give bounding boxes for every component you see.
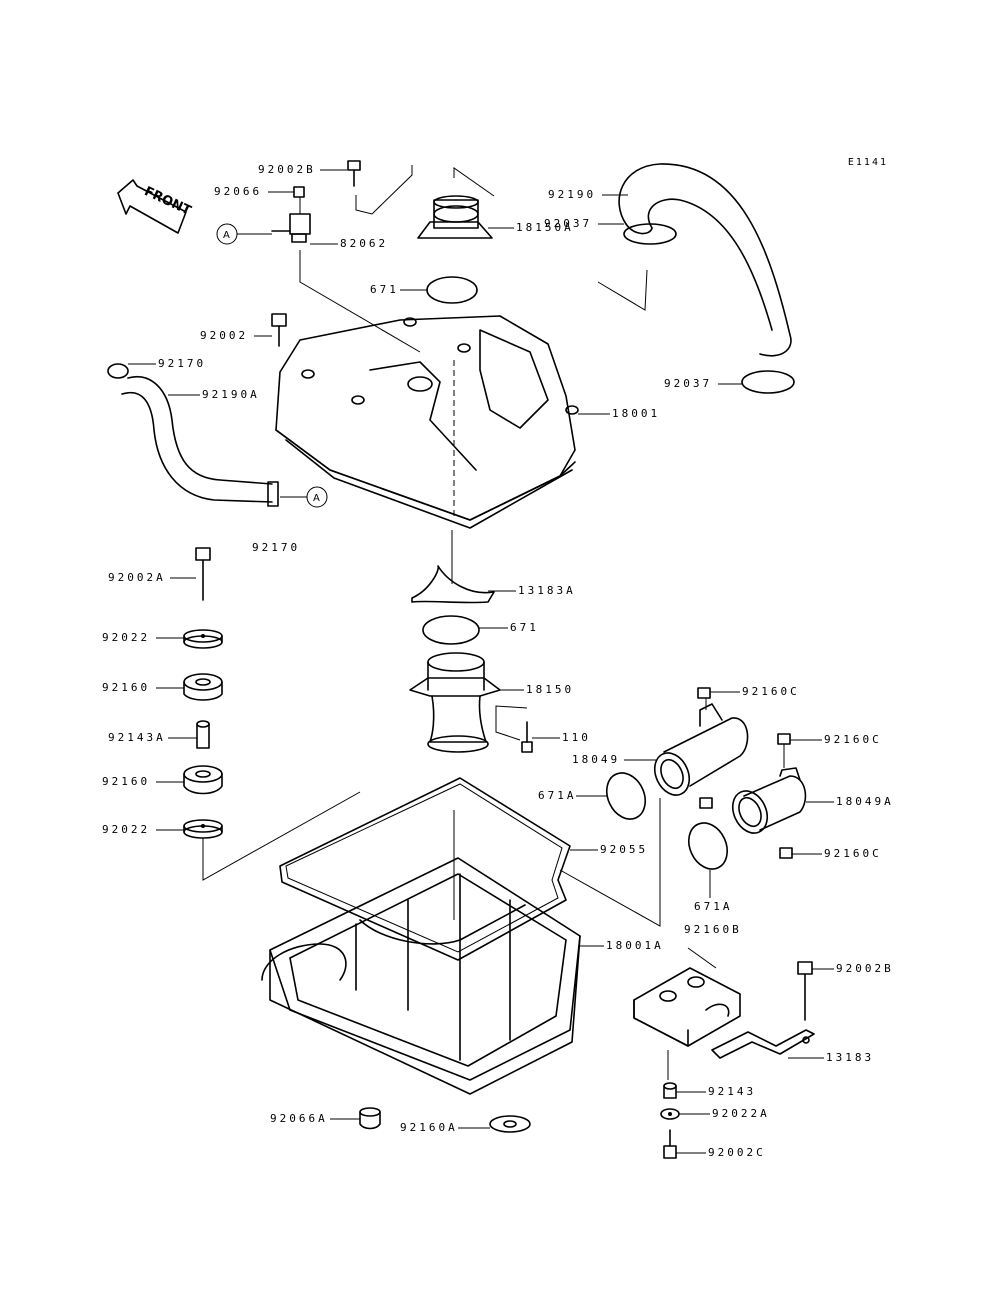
label-92002b-top: 92002B [258,163,316,176]
collar-92143 [663,1082,677,1099]
washer-92022-bottom [183,791,361,881]
front-arrow-icon: FRONT [117,179,193,234]
ref-marker-a-right: A [280,486,328,508]
block-92160b [633,947,741,1080]
valve-82062 [271,186,421,353]
label-92170-top: 92170 [158,357,207,370]
label-92170-bottom: 92170 [252,541,301,554]
label-82062: 82062 [340,237,389,250]
label-92160c-3: 92160C [824,847,882,860]
collar-92143a [196,720,210,749]
bolt-92002c [663,1129,677,1159]
label-92002c: 92002C [708,1146,766,1159]
label-92143: 92143 [708,1085,757,1098]
label-92002a: 92002A [108,571,166,584]
label-671-mid: 671 [510,621,539,634]
svg-text:A: A [223,230,230,241]
label-92002b-right: 92002B [836,962,894,975]
washer-92160a [489,1115,531,1133]
ref-marker-a-left: A [216,223,272,245]
label-92037-top: 92037 [544,217,593,230]
label-671a-left: 671A [538,789,577,802]
air-box-cover-18001 [275,315,579,584]
label-92190: 92190 [548,188,597,201]
duct-18150 [409,652,501,753]
label-92160-top: 92160 [102,681,151,694]
o-ring-671a-left [605,772,647,820]
grommet-92160-bottom [183,765,223,795]
gasket-92055 [279,777,571,961]
bolt-92002 [271,313,287,347]
hose-92190 [597,163,792,357]
label-13183a: 13183A [518,584,576,597]
front-arrow-label: FRONT [142,184,193,219]
hose-92190a [107,363,279,507]
grommet-92066a [359,1107,381,1130]
label-92190a: 92190A [202,388,260,401]
bolt-92002b-top [347,160,413,215]
label-92160-bottom: 92160 [102,775,151,788]
label-92066a: 92066A [270,1112,328,1125]
label-92160c-1: 92160C [742,685,800,698]
label-92022-bottom: 92022 [102,823,151,836]
label-13183: 13183 [826,1051,875,1064]
bolt-92002a [195,547,211,601]
o-ring-671-top [426,276,478,304]
label-92002: 92002 [200,329,249,342]
bolt-110 [495,705,533,753]
o-ring-671-mid [422,615,480,645]
label-92160b: 92160B [684,923,742,936]
label-18049a: 18049A [836,795,894,808]
label-92022-top: 92022 [102,631,151,644]
label-18001a: 18001A [606,939,664,952]
svg-text:A: A [313,493,320,504]
tube-18049 [653,687,749,809]
air-box-base-18001a [261,798,661,1095]
clamp-92037-mid [741,370,795,394]
label-110: 110 [562,731,591,744]
label-92037-mid: 92037 [664,377,713,390]
label-92022a: 92022A [712,1107,770,1120]
label-92160a: 92160A [400,1121,458,1134]
bracket-13183a [411,565,495,604]
washer-92022-top [183,629,223,649]
grommet-92160-top [183,673,223,701]
diagram-code: E1141 [847,157,888,168]
label-18049: 18049 [572,753,621,766]
fitting-18150a [417,167,495,239]
label-92066: 92066 [214,185,263,198]
label-92143a: 92143A [108,731,166,744]
label-18150a: 18150A [516,221,574,234]
bracket-13183 [711,961,815,1059]
label-671-top: 671 [370,283,399,296]
label-92055: 92055 [600,843,649,856]
tube-18049a [731,733,807,859]
washer-92022a [660,1108,680,1120]
label-18150: 18150 [526,683,575,696]
label-92160c-2: 92160C [824,733,882,746]
o-ring-671a-right [687,822,729,870]
label-18001: 18001 [612,407,661,420]
label-671a-right: 671A [694,900,733,913]
leader-lines [128,169,834,1154]
